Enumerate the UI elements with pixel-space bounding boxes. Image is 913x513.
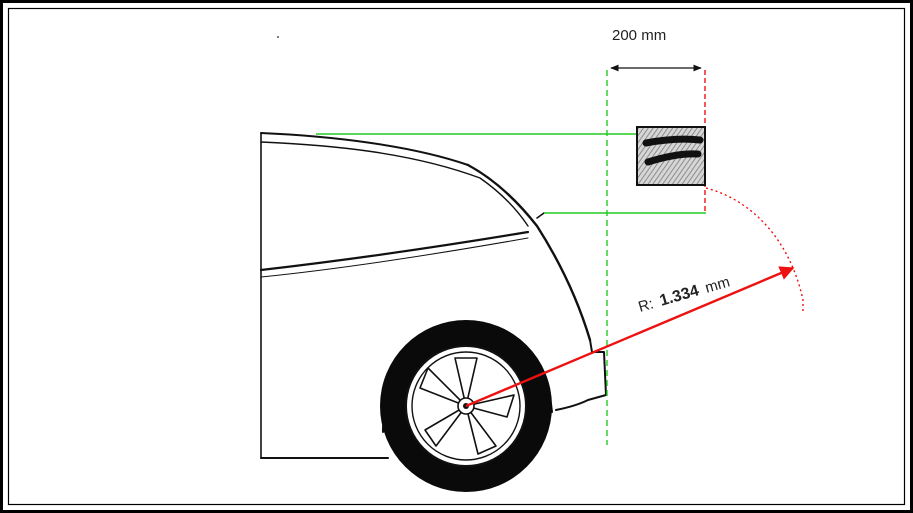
radius-label: R: 1.334 mm — [636, 273, 731, 315]
green-guides — [316, 70, 706, 445]
speck — [277, 36, 279, 38]
swing-arc — [705, 187, 804, 312]
width-dimension-label: 200 mm — [612, 27, 666, 44]
hatched-sensor-icon — [636, 126, 706, 186]
svg-text:R: 1.334 mm: R: 1.334 mm — [636, 273, 731, 315]
radius-value: 1.334 — [658, 282, 701, 309]
radius-unit: mm — [703, 273, 732, 296]
radius-arrow — [465, 266, 795, 408]
radius-prefix: R: — [636, 295, 655, 315]
